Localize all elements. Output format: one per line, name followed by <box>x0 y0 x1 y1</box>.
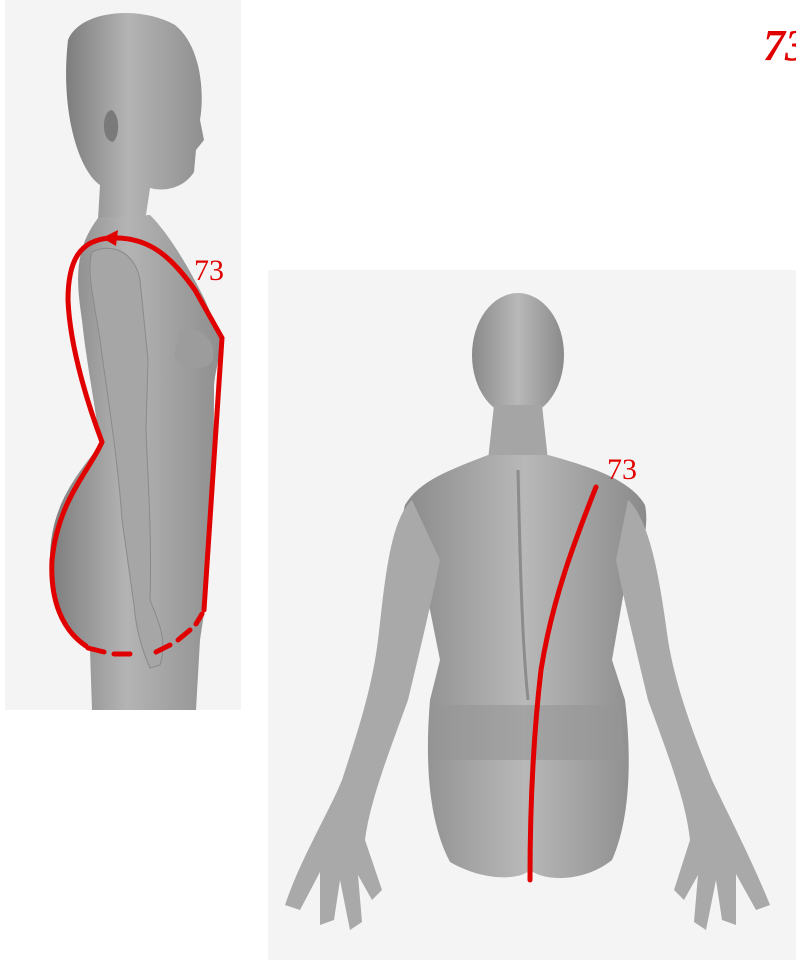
side-head <box>66 13 204 225</box>
back-head <box>472 293 564 417</box>
measurement-code-header: 73 <box>763 24 796 68</box>
back-hip-shade <box>432 705 625 760</box>
back-view-mannequin <box>285 293 770 930</box>
side-measurement-label: 73 <box>194 256 224 286</box>
back-left-arm <box>285 500 440 930</box>
back-neck <box>488 405 548 460</box>
back-measurement-label: 73 <box>607 455 637 485</box>
back-right-arm <box>616 500 770 930</box>
side-view-mannequin <box>50 13 222 710</box>
